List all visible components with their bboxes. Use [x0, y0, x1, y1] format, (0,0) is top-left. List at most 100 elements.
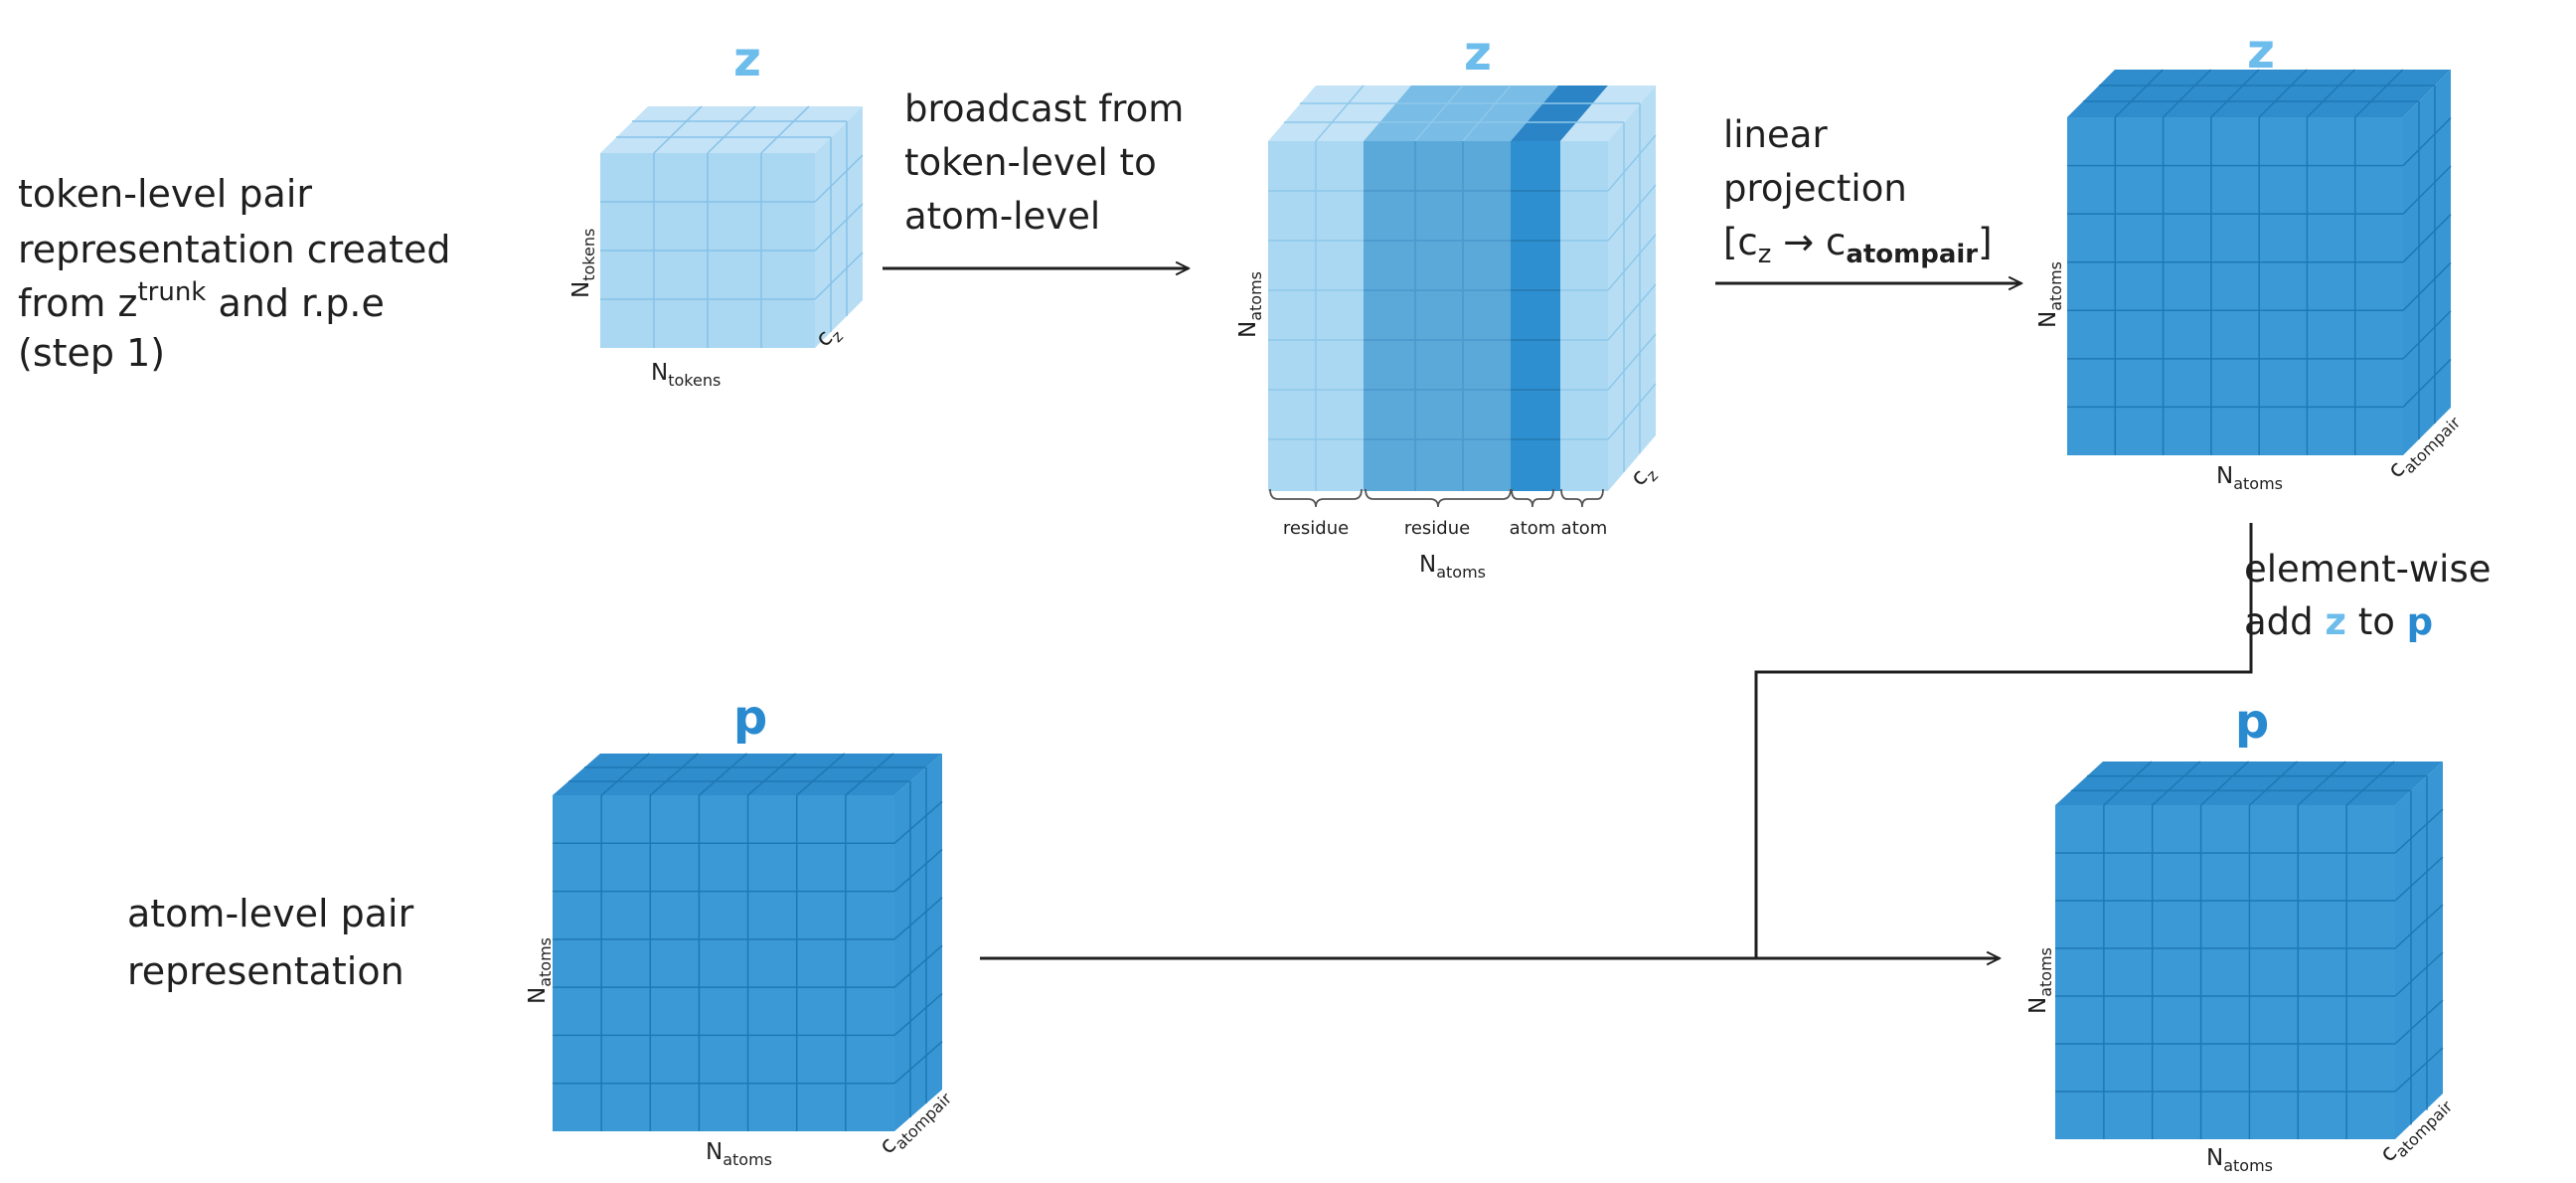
caption-line: linear [1723, 113, 1828, 156]
grid-line [2103, 760, 2153, 806]
caption-line: [c [1723, 221, 1758, 263]
dim-label: N [651, 360, 668, 386]
grid-line [2394, 999, 2444, 1045]
dim-subscript: atoms [1246, 271, 1265, 321]
caption-p: p [2407, 600, 2434, 643]
caption-line: atom-level pair [127, 892, 414, 935]
dim-subscript: atoms [2036, 947, 2055, 997]
svg-text:Natoms: Natoms [2035, 261, 2065, 328]
dim-subscript: atoms [723, 1150, 772, 1169]
grid-line [2402, 261, 2452, 311]
caption-line: element-wise [2244, 548, 2492, 591]
grid-line [893, 800, 943, 844]
dim-subscript: atoms [536, 937, 555, 987]
projected-z-cube: z Natoms Natoms catompair [2035, 24, 2465, 493]
caption-line: (step 1) [18, 331, 165, 375]
cube-title-z: z [1464, 26, 1492, 82]
caption-subscript: atompair [1846, 240, 1978, 269]
dim-subscript: atoms [2046, 261, 2065, 311]
caption-line: representation created [18, 228, 451, 271]
grid-line [2394, 904, 2444, 949]
result-p-cube: p Natoms Natoms catompair [2025, 694, 2457, 1175]
projected-z-grid [2067, 69, 2452, 455]
dim-label: N [1419, 552, 1436, 578]
caption-z: z [2325, 600, 2346, 643]
dim-subscript: atoms [2233, 474, 2283, 493]
bracket-label: residue [1283, 518, 1349, 539]
grid-line [747, 753, 797, 796]
svg-text:Natoms: Natoms [525, 937, 555, 1004]
svg-text:Ntokens: Ntokens [568, 229, 598, 298]
caption-line: ] [1978, 221, 1992, 263]
grid-line [2163, 69, 2212, 118]
caption-line: and r.p.e [206, 281, 384, 325]
grid-line [2248, 760, 2298, 806]
grid-line [2345, 760, 2395, 806]
grid-line [2402, 117, 2452, 167]
grid-line [2306, 69, 2355, 118]
grid-line [698, 753, 747, 796]
svg-text:Natoms: Natoms [1235, 271, 1265, 338]
svg-text:token-level pair: token-level pair [18, 172, 312, 216]
dim-subscript: atoms [2223, 1156, 2273, 1175]
grid-line [649, 753, 699, 796]
broadcast-caption: broadcast from token-level to atom-level [904, 87, 1184, 238]
dim-label: N [2216, 463, 2233, 489]
broadcast-z-cube: z [1235, 26, 1662, 582]
atom-pair-caption: atom-level pair representation [127, 892, 414, 993]
caption-line: from z [18, 281, 137, 325]
grid-line [2152, 760, 2201, 806]
dim-label: N [568, 281, 594, 298]
bracket-label: atom [1561, 518, 1608, 539]
dim-label: N [2035, 311, 2061, 328]
grid-line [893, 944, 943, 988]
cube-title-z: z [733, 32, 761, 87]
grid-line [2402, 165, 2452, 215]
grid-line [2210, 69, 2260, 118]
grid-line [2297, 760, 2346, 806]
svg-text:(step 1): (step 1) [18, 331, 165, 375]
bracket-label: residue [1404, 518, 1470, 539]
svg-text:Natoms: Natoms [2216, 463, 2283, 493]
caption-line: token-level to [904, 141, 1157, 184]
dim-label: N [1235, 321, 1261, 338]
svg-text:add z to p: add z to p [2244, 600, 2433, 643]
grid-line [2394, 951, 2444, 997]
dim-label: N [2206, 1145, 2223, 1171]
svg-text:Natoms: Natoms [706, 1139, 772, 1169]
elementwise-caption: element-wise add z to p [2244, 548, 2492, 643]
token-z-cube: z Ntokens Ntokens [568, 32, 864, 390]
atom-p-grid [553, 753, 943, 1131]
token-pair-caption: token-level pair representation created … [18, 172, 451, 375]
caption-line: atom-level [904, 195, 1100, 238]
grid-line [2114, 69, 2164, 118]
svg-text:Ntokens: Ntokens [651, 360, 721, 390]
grid-line [2394, 808, 2444, 854]
residue-atom-braces [1269, 488, 1604, 508]
caption-line: → c [1771, 221, 1846, 263]
grid-line [893, 992, 943, 1036]
grid-line [796, 753, 846, 796]
caption-superscript: trunk [137, 277, 206, 307]
dim-label: N [706, 1139, 723, 1165]
caption-line: representation [127, 949, 404, 993]
caption-line: projection [1723, 167, 1907, 210]
caption-line: token-level pair [18, 172, 312, 216]
dim-subscript: tokens [579, 229, 598, 281]
svg-text:Natoms: Natoms [1419, 552, 1486, 582]
cube-title-p: p [733, 690, 767, 746]
bracket-label: atom [1510, 518, 1556, 539]
cube-title-p: p [2235, 694, 2269, 750]
result-p-grid [2055, 760, 2444, 1139]
grid-line [2394, 856, 2444, 902]
caption-line: to [2346, 600, 2407, 643]
dim-label: N [525, 987, 551, 1004]
dim-subscript: tokens [668, 371, 721, 390]
grid-line [2258, 69, 2308, 118]
caption-line: add [2244, 600, 2325, 643]
grid-line [845, 753, 894, 796]
grid-line [2394, 1047, 2444, 1093]
svg-text:Natoms: Natoms [2025, 947, 2055, 1014]
caption-line: broadcast from [904, 87, 1184, 130]
